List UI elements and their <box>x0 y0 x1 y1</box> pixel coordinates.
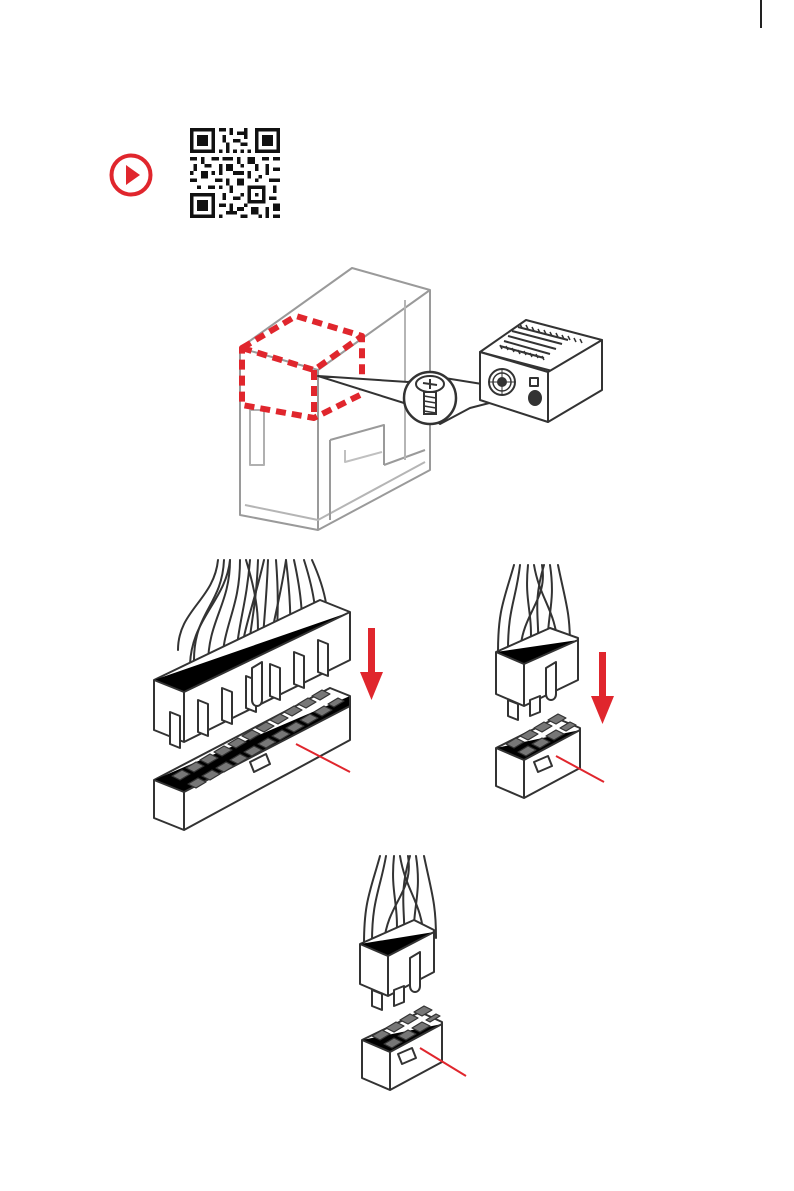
pcie-8pin-plug <box>360 920 434 1010</box>
insert-arrow-icon <box>591 652 614 724</box>
insert-arrow-icon <box>360 628 383 700</box>
power-supply-unit <box>480 320 602 422</box>
pcie-8pin-header <box>362 1006 442 1090</box>
cpu-8pin-header <box>496 714 580 798</box>
